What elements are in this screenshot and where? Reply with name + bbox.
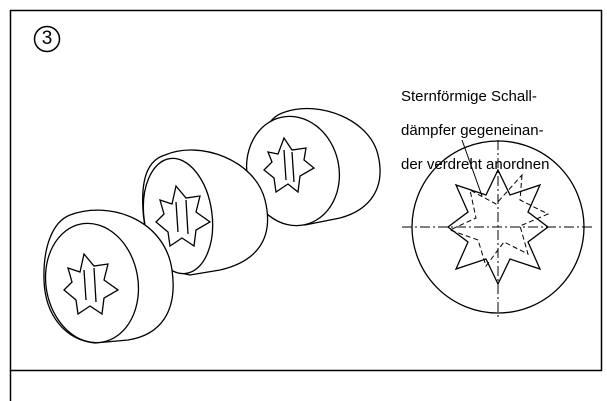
callout-line-1: Sternförmige Schall- [401, 88, 537, 105]
step-circle [33, 25, 61, 53]
callout-line-2: dämpfer gegeneinan- [401, 122, 544, 139]
silencer-disc-3 [245, 107, 381, 227]
callout-text: Sternförmige Schall- dämpfer gegeneinan-… [401, 71, 601, 190]
star-outline-2 [448, 173, 550, 268]
silencer-disc-2 [142, 149, 269, 276]
callout-line-3: der verdreht anordnen [401, 156, 550, 173]
section-view [402, 139, 594, 318]
step-number: 3 [41, 28, 53, 49]
silencer-disc-1 [43, 209, 174, 344]
star-outline-1 [446, 168, 550, 286]
leader-line [461, 139, 483, 197]
step-badge: 3 [33, 25, 61, 53]
top-border [9, 9, 603, 372]
